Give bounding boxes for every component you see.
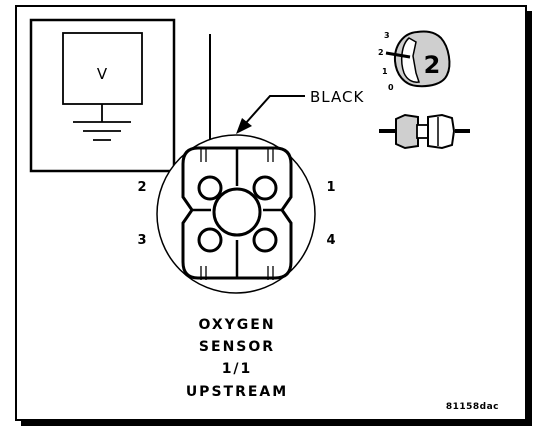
pin-label-2: 2	[137, 180, 146, 195]
pin-label-4: 4	[326, 233, 335, 248]
wire-color-callout: BLACK	[236, 88, 364, 134]
probe-selector-icon: 3 2 1 0 2	[378, 30, 451, 92]
callout-arrow-icon	[236, 118, 252, 134]
figure-id: 81158dac	[446, 402, 499, 412]
caption-line-2: SENSOR	[199, 339, 275, 355]
caption-line-3: 1/1	[222, 361, 253, 377]
ground-icon	[73, 104, 131, 141]
pin-3-cavity	[197, 227, 223, 253]
scale-label-0: 0	[388, 83, 394, 92]
inline-connector-icon	[379, 113, 470, 150]
keying-rails	[200, 148, 274, 280]
caption-line-4: UPSTREAM	[186, 384, 288, 400]
meter-label: V	[97, 65, 108, 83]
scale-label-1: 1	[382, 67, 388, 76]
center-cavity	[212, 187, 262, 237]
caption-line-1: OXYGEN	[198, 317, 275, 333]
scale-label-3: 3	[384, 31, 390, 40]
wire-color-label: BLACK	[310, 88, 364, 106]
selector-number: 2	[424, 51, 441, 79]
pin-label-3: 3	[137, 233, 146, 248]
selector-pointer	[385, 51, 411, 59]
pin-label-1: 1	[326, 180, 335, 195]
voltmeter-symbol: V	[29, 18, 176, 173]
pin-2-cavity	[197, 175, 223, 201]
scale-label-2: 2	[378, 48, 384, 57]
pin-1-cavity	[252, 175, 278, 201]
sensor-connector	[156, 134, 316, 294]
pin-4-cavity	[252, 227, 278, 253]
selector-knob-face	[400, 37, 420, 83]
meter-face	[62, 32, 143, 105]
connector-dividers	[192, 148, 282, 278]
